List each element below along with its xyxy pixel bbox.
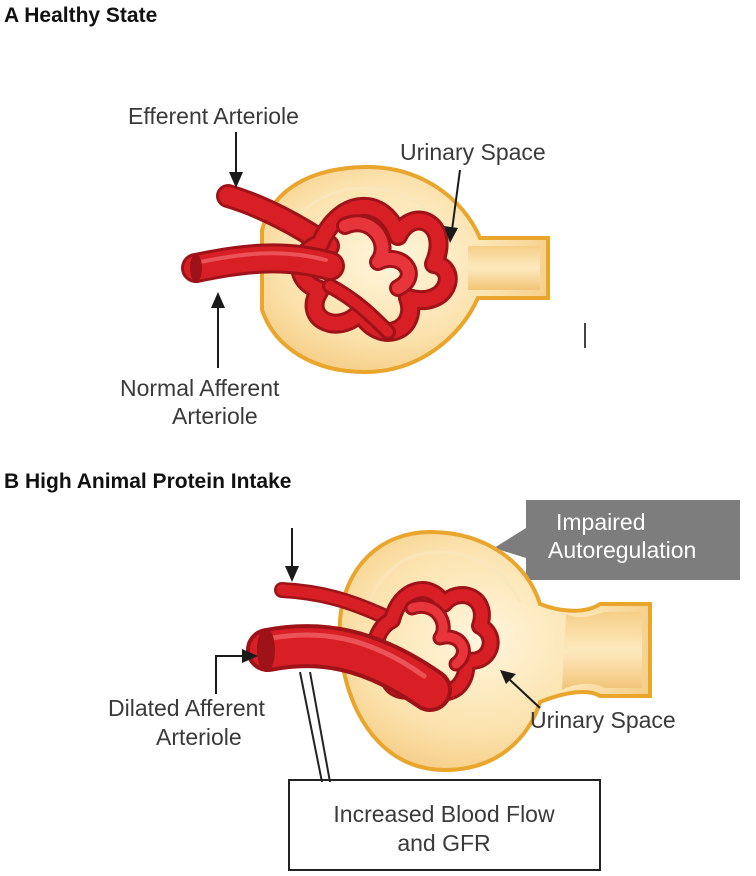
blood-flow-text-line2: and GFR — [397, 830, 490, 856]
efferent-arrow — [229, 132, 243, 188]
panel-a-title: A Healthy State — [4, 4, 157, 27]
normal-afferent-label-line2: Arteriole — [172, 403, 258, 429]
impaired-autoregulation-callout: Impaired Autoregulation — [494, 500, 740, 580]
urinary-space-label-b: Urinary Space — [530, 707, 676, 733]
blood-flow-text-line1: Increased Blood Flow — [333, 801, 555, 827]
blood-flow-box: Increased Blood Flow and GFR — [288, 671, 601, 871]
dilated-afferent-label-line1: Dilated Afferent — [108, 695, 265, 721]
urinary-space-label-a: Urinary Space — [400, 139, 546, 165]
urinary-space-arrow-b — [500, 670, 541, 709]
panel-b-title: B High Animal Protein Intake — [4, 470, 291, 493]
urinary-space-arrow-a — [444, 169, 461, 243]
efferent-arrow-b — [285, 528, 299, 582]
dilated-afferent-label-line2: Arteriole — [156, 724, 242, 750]
glomerulus-tuft-b — [246, 581, 500, 712]
afferent-arrow-a — [211, 292, 225, 368]
afferent-arrow-b — [215, 649, 258, 694]
glomerulus-tuft-a — [181, 184, 458, 342]
efferent-arteriole-label: Efferent Arteriole — [128, 103, 299, 129]
normal-afferent-label-line1: Normal Afferent — [120, 375, 280, 401]
callout-text-line1: Impaired — [556, 509, 645, 535]
callout-text-line2: Autoregulation — [548, 537, 696, 563]
